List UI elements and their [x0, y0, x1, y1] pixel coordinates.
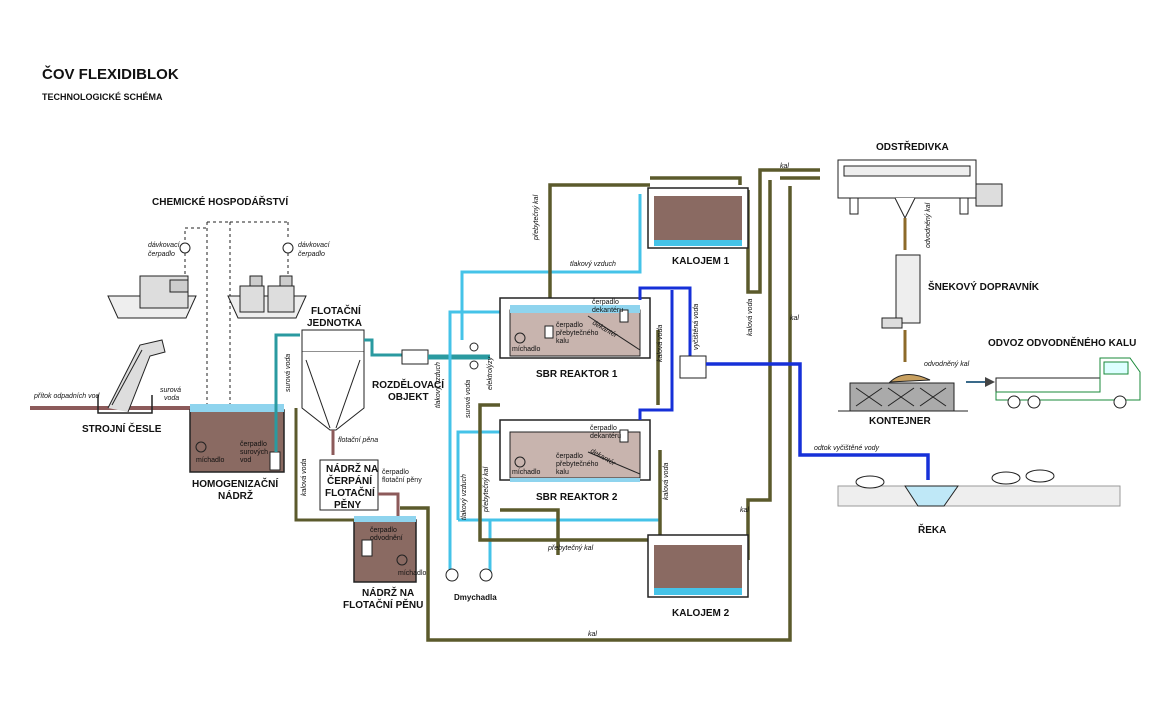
label-ncf1: NÁDRŽ NA	[326, 462, 378, 475]
label-odvodneny-kal1: odvodněný kal	[925, 202, 932, 248]
label-rozd2: OBJEKT	[388, 392, 429, 403]
centrifuge	[837, 159, 1003, 220]
page-title: ČOV FLEXIDIBLOK	[42, 66, 179, 83]
label-csv3: vod	[240, 457, 251, 464]
label-mich3: míchadlo	[512, 346, 541, 353]
label-csv1: čerpadlo	[240, 441, 267, 448]
label-cesle: STROJNÍ ČESLE	[82, 422, 162, 435]
label-cfp2: flotační pěny	[382, 477, 422, 484]
container	[838, 374, 968, 412]
label-pritok: přítok odpadních vod	[33, 393, 100, 400]
label-surova-voda: surová voda	[285, 354, 292, 392]
label-surova2: voda	[164, 395, 179, 402]
label-flot1: FLOTAČNÍ	[311, 304, 361, 317]
label-kalova-voda4: kalová voda	[657, 325, 664, 362]
label-kalova-voda1: kalová voda	[301, 459, 308, 496]
screw-conveyor	[881, 254, 921, 329]
truck	[995, 357, 1141, 409]
label-prebytecny2: přebytečný kal	[483, 466, 490, 513]
label-tlakovy2: tlakový vzduch	[435, 362, 442, 408]
label-cd2a: čerpadlo	[590, 425, 617, 432]
label-prebytecny1: přebytečný kal	[533, 194, 540, 241]
label-elektrolyza: elektrolýzy	[487, 356, 494, 390]
foam-tank	[353, 516, 417, 583]
blower-2	[479, 568, 493, 582]
label-kal-top: kal	[780, 163, 789, 170]
sludge-lines	[400, 168, 820, 642]
treated-water-pipe	[706, 362, 930, 480]
label-davk1b: čerpadlo	[148, 251, 175, 258]
label-flot2: JEDNOTKA	[307, 318, 362, 329]
label-nfp1: NÁDRŽ NA	[362, 586, 414, 599]
label-kalova-voda2: kalová voda	[747, 299, 754, 336]
label-chemicke: CHEMICKÉ HOSPODÁŘSTVÍ	[152, 195, 288, 208]
label-odvoz: ODVOZ ODVODNĚNÉHO KALU	[988, 336, 1136, 349]
label-kal-right: kal	[790, 315, 799, 322]
label-sbr2: SBR REAKTOR 2	[536, 492, 618, 503]
label-dmych: Dmychadla	[454, 593, 497, 602]
label-kal-mid: kal	[740, 507, 749, 514]
label-tlakovy3: tlakový vzduch	[461, 474, 468, 520]
river	[837, 469, 1121, 507]
label-odvodneny-kal2: odvodněný kal	[924, 361, 970, 368]
label-cpk2a: čerpadlo	[556, 453, 583, 460]
page-subtitle: TECHNOLOGICKÉ SCHÉMA	[42, 92, 163, 102]
label-davk2a: dávkovací	[298, 242, 331, 249]
label-kal-bottom: kal	[588, 631, 597, 638]
label-surova1: surová	[160, 387, 181, 394]
sludge-tank-1	[647, 187, 749, 249]
label-surova-voda2: surová voda	[465, 380, 472, 418]
label-cpk2c: kalu	[556, 469, 569, 476]
label-mich1: míchadlo	[196, 457, 225, 464]
label-reka: ŘEKA	[918, 523, 946, 536]
label-davk1a: dávkovací	[148, 242, 181, 249]
label-flot-pena: flotační pěna	[338, 437, 378, 444]
label-cd1a: čerpadlo	[592, 299, 619, 306]
flotation-unit	[301, 329, 365, 431]
label-sbr1: SBR REAKTOR 1	[536, 369, 618, 380]
label-cd2b: dekantéru	[590, 433, 621, 440]
label-cpk1a: čerpadlo	[556, 322, 583, 329]
label-cpk1b: přebytečného	[556, 330, 599, 337]
label-ncf2: ČERPÁNÍ	[327, 474, 372, 487]
label-nfp2: FLOTAČNÍ PĚNU	[343, 598, 423, 611]
label-csv2: surových	[240, 449, 268, 456]
label-ncf3: FLOTAČNÍ	[325, 486, 375, 499]
label-kal1: KALOJEM 1	[672, 256, 730, 267]
label-rozd1: ROZDĚLOVACÍ	[372, 378, 444, 391]
foam-pump-tank	[319, 459, 379, 511]
mechanical-screen	[97, 339, 166, 414]
sbr-reactor-2	[499, 419, 651, 482]
label-odtok: odtok vyčištěné vody	[814, 445, 879, 452]
homogenization-tank	[189, 404, 285, 473]
label-kont: KONTEJNER	[869, 416, 931, 427]
label-davk2b: čerpadlo	[298, 251, 325, 258]
label-codv1: čerpadlo	[370, 527, 397, 534]
label-snek: ŠNEKOVÝ DOPRAVNÍK	[928, 280, 1040, 293]
label-homog1: HOMOGENIZAČNÍ	[192, 477, 278, 490]
label-kalova-voda3: kalová voda	[663, 463, 670, 500]
label-homog2: NÁDRŽ	[218, 489, 253, 502]
raw-water-pipe	[274, 333, 300, 452]
label-kal2: KALOJEM 2	[672, 608, 730, 619]
sbr-reactor-1	[499, 297, 651, 359]
label-mich2: míchadlo	[398, 570, 427, 577]
distribution-object	[401, 349, 429, 365]
blower-1	[445, 568, 459, 582]
treated-water-shaft	[679, 355, 707, 379]
label-prebytecny3: přebytečný kal	[547, 545, 594, 552]
label-ncf4: PĚNY	[334, 498, 362, 511]
chemical-dosing	[107, 221, 307, 410]
label-vycistena-voda: vyčištěná voda	[693, 304, 700, 350]
label-cd1b: dekantéru	[592, 307, 623, 314]
label-codv2: odvodnění	[370, 535, 403, 542]
sludge-tank-2	[647, 534, 749, 598]
label-tlakovy1: tlakový vzduch	[570, 261, 616, 268]
label-cpk1c: kalu	[556, 338, 569, 345]
label-mich4: míchadlo	[512, 469, 541, 476]
label-odst: ODSTŘEDIVKA	[876, 140, 949, 153]
label-cpk2b: přebytečného	[556, 461, 599, 468]
label-cfp1: čerpadlo	[382, 469, 409, 476]
